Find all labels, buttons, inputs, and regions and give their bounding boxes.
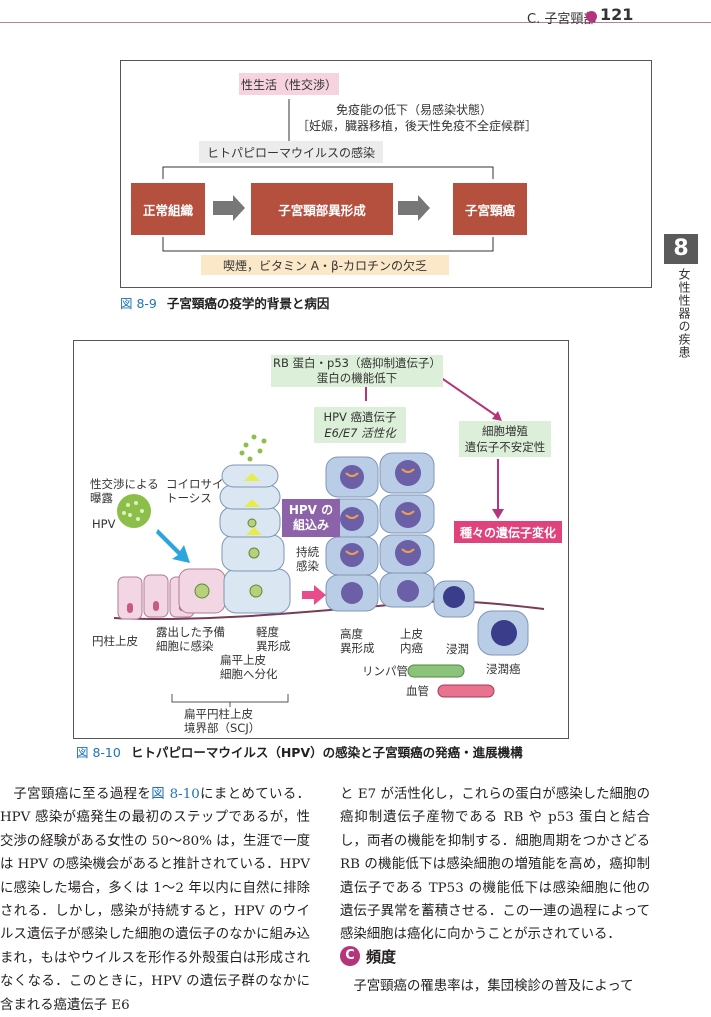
page-number: 121: [600, 5, 634, 24]
immune-line-2: ［妊娠，臓器移植，後天性免疫不全症候群］: [297, 119, 538, 133]
genetic-change-box: 種々の遺伝子変化: [454, 521, 562, 543]
figure-reference[interactable]: 図 8-10: [151, 787, 200, 802]
cervical-cancer-box: 子宮頸癌: [453, 183, 527, 235]
hpv-infection-box: ヒトパピローマウイルスの感染: [199, 141, 383, 163]
columnar-label: 円柱上皮: [92, 634, 138, 648]
chapter-label: 女性性器の疾患: [677, 268, 691, 359]
page-header: C. 子宮頸部 121: [0, 0, 711, 40]
e6-line-2: E6/E7 活性化: [324, 426, 396, 440]
rb-p53-box: RB 蛋白・p53（癌抑制遺伝子） 蛋白の機能低下: [271, 355, 443, 387]
header-rule: [0, 22, 711, 23]
exposure-label: 性交渉による曝露: [90, 477, 159, 505]
body-right-column: と E7 が活性化し，これらの蛋白が感染した細胞の癌抑制遺伝子産物である RB …: [340, 783, 650, 947]
sexual-activity-box: 性生活（性交渉）: [239, 73, 339, 95]
cis-label: 上皮内癌: [400, 627, 423, 655]
exposed-line-2: 細胞に感染: [156, 639, 214, 653]
integration-box: HPV の 組込み: [282, 499, 340, 537]
section-paragraph: 子宮頸癌の罹患率は，集団検診の普及によって: [340, 975, 650, 998]
koilo-line-2: トーシス: [166, 491, 212, 505]
integration-line-2: 組込み: [292, 518, 329, 532]
mild-line-1: 軽度: [256, 625, 279, 639]
cis-line-1: 上皮: [400, 627, 423, 641]
chapter-tab: 8: [664, 234, 698, 264]
running-head: C. 子宮頸部: [527, 12, 597, 27]
caption-label: 図 8-10: [76, 745, 121, 760]
persistent-label: 持続感染: [296, 545, 319, 573]
squamous-label: 扁平上皮細胞へ分化: [220, 653, 278, 681]
squamous-line-1: 扁平上皮: [220, 653, 266, 667]
mild-label: 軽度異形成: [256, 625, 291, 653]
caption-text: ヒトパピローマウイルス（HPV）の感染と子宮頸癌の発癌・進展機構: [130, 745, 523, 760]
body-left-column: 子宮頸癌に至る過程を図 8-10にまとめている．HPV 感染が癌発生の最初のステ…: [0, 783, 310, 1017]
smoking-box: 喫煙，ビタミン A・β-カロチンの欠乏: [201, 255, 449, 275]
scj-line-2: 境界部（SCJ）: [184, 721, 261, 735]
high-line-1: 高度: [340, 627, 363, 641]
persistent-line-2: 感染: [296, 559, 319, 573]
section-c-badge: C: [340, 946, 360, 966]
exposure-line-1: 性交渉による: [90, 477, 159, 491]
figure-8-9-caption: 図 8-9 子宮頸癌の疫学的背景と病因: [120, 293, 329, 312]
prolif-line-2: 遺伝子不安定性: [464, 440, 546, 454]
koilocytosis-label: コイロサイトーシス: [166, 477, 224, 505]
caption-label: 図 8-9: [120, 296, 157, 311]
infiltration-label: 浸潤: [446, 642, 469, 656]
caption-text: 子宮頸癌の疫学的背景と病因: [166, 296, 330, 311]
mild-line-2: 異形成: [256, 639, 291, 653]
e6-line-1: HPV 癌遺伝子: [323, 410, 397, 424]
section-text: 子宮頸癌の罹患率は，集団検診の普及によって: [353, 979, 634, 994]
high-line-2: 異形成: [340, 641, 375, 655]
bullet-icon: [586, 11, 597, 22]
invasive-label: 浸潤癌: [486, 662, 521, 676]
scj-line-1: 扁平円柱上皮: [184, 707, 253, 721]
dysplasia-box: 子宮頸部異形成: [251, 183, 393, 235]
normal-tissue-box: 正常組織: [131, 183, 205, 235]
immune-line-1: 免疫能の低下（易感染状態）: [336, 103, 493, 117]
hpv-label: HPV: [92, 517, 116, 531]
figure-8-10: RB 蛋白・p53（癌抑制遺伝子） 蛋白の機能低下 HPV 癌遺伝子 E6/E7…: [73, 340, 569, 739]
fig2-illustration: [113, 375, 545, 707]
left-paragraph: 子宮頸癌に至る過程を図 8-10にまとめている．HPV 感染が癌発生の最初のステ…: [0, 783, 310, 1017]
left-rest: にまとめている．HPV 感染が癌発生の最初のステップであるが，性交渉の経験がある…: [0, 787, 310, 1013]
left-start: 子宮頸癌に至る過程を: [13, 787, 152, 802]
cis-line-2: 内癌: [400, 641, 423, 655]
integration-line-1: HPV の: [288, 503, 334, 517]
rb-line-2: 蛋白の機能低下: [316, 371, 398, 385]
e6-e7-box: HPV 癌遺伝子 E6/E7 活性化: [314, 407, 406, 443]
section-title: 頻度: [366, 948, 397, 966]
exposed-label: 露出した予備細胞に感染: [156, 625, 225, 653]
lymph-label: リンパ管: [362, 664, 408, 678]
right-paragraph: と E7 が活性化し，これらの蛋白が感染した細胞の癌抑制遺伝子産物である RB …: [340, 787, 650, 943]
proliferation-box: 細胞増殖 遺伝子不安定性: [459, 421, 551, 457]
figure-8-10-caption: 図 8-10 ヒトパピローマウイルス（HPV）の感染と子宮頸癌の発癌・進展機構: [76, 742, 523, 761]
rb-line-1: RB 蛋白・p53（癌抑制遺伝子）: [273, 356, 441, 370]
high-label: 高度異形成: [340, 627, 375, 655]
exposed-line-1: 露出した予備: [156, 625, 225, 639]
figure-8-9: 性生活（性交渉） 免疫能の低下（易感染状態） ［妊娠，臓器移植，後天性免疫不全症…: [120, 60, 652, 288]
fig1-connectors: [162, 99, 494, 252]
blood-label: 血管: [406, 684, 429, 698]
scj-label: 扁平円柱上皮境界部（SCJ）: [184, 707, 260, 735]
koilo-line-1: コイロサイ: [166, 477, 224, 491]
exposure-line-2: 曝露: [90, 491, 113, 505]
prolif-line-1: 細胞増殖: [482, 424, 528, 438]
persistent-line-1: 持続: [296, 545, 319, 559]
squamous-line-2: 細胞へ分化: [220, 667, 278, 681]
